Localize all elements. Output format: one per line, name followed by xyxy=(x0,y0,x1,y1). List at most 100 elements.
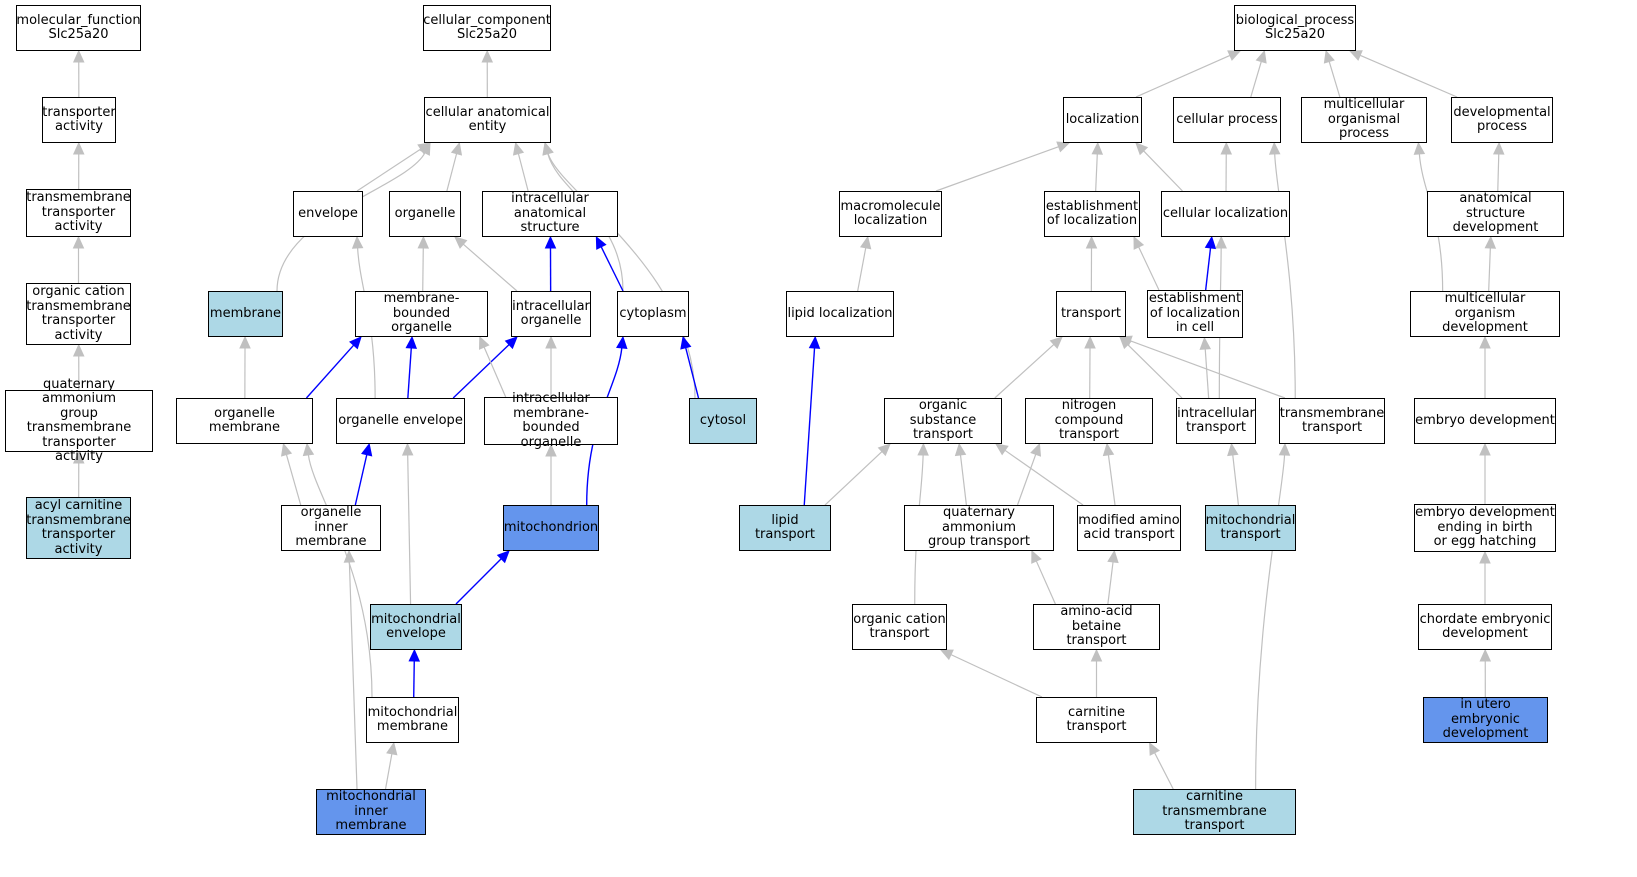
arrowhead-carnitine_transmembrane_transport-to-carnitine_transport xyxy=(1149,741,1160,756)
arrowhead-organelle_inner_membrane-to-organelle_membrane xyxy=(281,442,293,457)
arrowhead-organelle_envelope-to-membrane_bounded_organelle xyxy=(405,335,418,349)
arrowhead-establishment_of_localization-to-localization xyxy=(1091,141,1104,155)
arrowhead-intracellular_organelle-to-organelle xyxy=(454,236,468,249)
edge-carnitine_transmembrane_transport-to-carnitine_transport xyxy=(1154,752,1174,790)
edge-mitochondrial_membrane-to-mitochondrial_envelope xyxy=(413,660,415,698)
arrowhead-amino_acid_betaine_transport-to-modified_amino_acid_transport xyxy=(1107,549,1119,564)
node-cytoplasm: cytoplasm xyxy=(617,291,689,337)
edge-mitochondrial_transport-to-intracellular_transport xyxy=(1232,454,1240,506)
arrowhead-acyl_carnitine_tta-to-quaternary_ammonium_tta xyxy=(72,450,85,464)
arrowhead-membrane-to-cellular_anatomical_entity xyxy=(419,141,431,156)
arrowhead-transport-to-establishment_of_localization xyxy=(1085,235,1098,249)
edge-quaternary_ammonium_group_transport-to-organic_substance_transport xyxy=(959,454,967,506)
node-transmembrane-transporter-activity: transmembrane transporter activity xyxy=(26,189,131,237)
arrowhead-organelle_membrane-to-membrane xyxy=(239,335,251,349)
arrowhead-intracellular_organelle-to-intracellular_anatomical_structure xyxy=(544,235,557,249)
edge-amino_acid_betaine_transport-to-quaternary_ammonium_group_transport xyxy=(1035,560,1056,605)
arrowhead-embryo_development-to-multicellular_organism_development xyxy=(1479,335,1491,349)
arrowhead-organelle_inner_membrane-to-organelle_envelope xyxy=(361,442,373,457)
arrowhead-modified_amino_acid_transport-to-nitrogen_compound_transport xyxy=(1102,442,1115,457)
arrowhead-transmembrane_transporter_activity-to-transporter_activity xyxy=(72,141,85,155)
arrowhead-organic_cation_transport-to-organic_substance_transport xyxy=(917,442,929,456)
arrowhead-embryo_development_birth_egg-to-embryo_development xyxy=(1479,442,1491,456)
arrowhead-mitochondrion-to-cytoplasm xyxy=(616,335,628,350)
arrowhead-organelle_membrane-to-membrane_bounded_organelle xyxy=(349,336,362,350)
edge-intracellular_transport-to-establishment_of_localization_in_cell xyxy=(1204,348,1210,399)
edge-modified_amino_acid_transport-to-nitrogen_compound_transport xyxy=(1107,454,1116,506)
node-mitochondrial-transport: mitochondrial transport xyxy=(1205,505,1296,551)
edge-mitochondrial_inner_membrane-to-organelle_inner_membrane xyxy=(348,561,358,790)
node-carnitine-transport: carnitine transport xyxy=(1036,697,1157,743)
node-modified-amino-acid-transport: modified amino acid transport xyxy=(1077,505,1181,551)
edge-cellular_localization-to-localization xyxy=(1143,150,1183,192)
arrowhead-cytosol-to-cytoplasm xyxy=(680,335,692,350)
arrowhead-quaternary_ammonium_tta-to-organic_cation_tta xyxy=(72,343,85,357)
arrowhead-developmental_process-to-bp_root xyxy=(1348,50,1363,61)
node-membrane: membrane xyxy=(208,291,283,337)
edge-cytoplasm-to-intracellular_anatomical_structure xyxy=(600,246,624,292)
node-cellular-component-root: cellular_component Slc25a20 xyxy=(423,5,551,51)
arrowhead-cellular_localization-to-localization xyxy=(1135,142,1149,156)
arrowhead-transporter_activity-to-mf_root xyxy=(72,49,85,63)
node-transporter-activity: transporter activity xyxy=(42,97,116,143)
edge-cellular_process-to-bp_root xyxy=(1250,61,1262,98)
node-anatomical-structure-development: anatomical structure development xyxy=(1427,191,1564,237)
arrowhead-establishment_of_localization_in_cell-to-cellular_localization xyxy=(1204,235,1217,250)
edge-membrane_bounded_organelle-to-organelle xyxy=(422,247,424,292)
node-organelle: organelle xyxy=(389,191,461,237)
arrowhead-quaternary_ammonium_group_transport-to-organic_substance_transport xyxy=(954,442,967,457)
edge-localization-to-bp_root xyxy=(1135,54,1231,98)
arrowhead-intracellular_anatomical_structure-to-cellular_anatomical_entity xyxy=(512,141,525,156)
edge-organelle-to-cellular_anatomical_entity xyxy=(446,153,458,192)
edge-multicellular_organismal_process-to-bp_root xyxy=(1328,61,1341,98)
node-multicellular-organismal-process: multicellular organismal process xyxy=(1301,97,1427,143)
arrowhead-mitochondrial_membrane-to-organelle_membrane xyxy=(302,442,315,457)
edge-intracellular_transport-to-transport xyxy=(1127,344,1183,399)
edge-quaternary_ammonium_group_transport-to-nitrogen_compound_transport xyxy=(1016,454,1037,506)
arrowhead-organelle_envelope-to-envelope xyxy=(351,235,364,249)
arrowhead-chordate_embryonic_development-to-embryo_development_birth_egg xyxy=(1479,550,1491,564)
arrowhead-carnitine_transport-to-amino_acid_betaine_transport xyxy=(1090,648,1103,662)
node-molecular-function-root: molecular_function Slc25a20 xyxy=(16,5,141,51)
edge-multicellular_organism_development-to-anatomical_structure_development xyxy=(1488,247,1491,292)
arrowhead-intracellular_mbo-to-membrane_bounded_organelle xyxy=(479,335,490,350)
edge-organelle_envelope-to-membrane_bounded_organelle xyxy=(407,347,412,399)
arrowhead-intracellular_transport-to-establishment_of_localization_in_cell xyxy=(1199,336,1212,350)
node-cytosol: cytosol xyxy=(689,398,757,444)
node-membrane-bounded-organelle: membrane-bounded organelle xyxy=(355,291,488,337)
arrowhead-multicellular_organism_development-to-anatomical_structure_development xyxy=(1484,235,1497,249)
node-organic-substance-transport: organic substance transport xyxy=(884,398,1002,444)
arrowhead-mitochondrial_membrane-to-mitochondrial_envelope xyxy=(408,648,421,662)
node-chordate-embryonic-development: chordate embryonic development xyxy=(1418,604,1552,650)
edge-macromolecule_localization-to-localization xyxy=(935,146,1059,192)
node-cellular-process: cellular process xyxy=(1173,97,1281,143)
edge-establishment_of_localization_in_cell-to-establishment_of_localization xyxy=(1138,246,1160,291)
node-amino-acid-betaine-transport: amino-acid betaine transport xyxy=(1033,604,1160,650)
node-nitrogen-compound-transport: nitrogen compound transport xyxy=(1025,398,1153,444)
arrowhead-anatomical_structure_development-to-developmental_process xyxy=(1492,141,1505,155)
edge-cytosol-to-cytoplasm xyxy=(685,347,700,399)
node-embryo-development: embryo development xyxy=(1414,398,1556,444)
edge-intracellular_organelle-to-organelle xyxy=(462,243,518,292)
edge-establishment_of_localization-to-localization xyxy=(1095,153,1098,192)
node-establishment-of-localization-in-cell: establishment of localization in cell xyxy=(1147,290,1243,338)
node-developmental-process: developmental process xyxy=(1451,97,1553,143)
edge-lipid_localization-to-macromolecule_localization xyxy=(857,247,867,292)
node-intracellular-anatomical-structure: intracellular anatomical structure xyxy=(482,191,618,237)
arrowhead-multicellular_organismal_process-to-bp_root xyxy=(1323,49,1335,64)
arrowhead-transmembrane_transport-to-transport xyxy=(1118,335,1133,347)
arrowhead-organelle_envelope-to-intracellular_organelle xyxy=(504,336,518,350)
node-organic-cation-transmembrane-transporter-activity: organic cation transmembrane transporter… xyxy=(26,283,131,345)
node-intracellular-membrane-bounded-organelle: intracellular membrane-bounded organelle xyxy=(484,391,618,449)
edge-organic_substance_transport-to-transport xyxy=(994,343,1055,399)
edge-cytosol-to-cellular_anatomical_entity xyxy=(547,153,696,399)
node-transmembrane-transport: transmembrane transport xyxy=(1279,398,1385,444)
arrowhead-cellular_anatomical_entity-to-cc_root xyxy=(481,49,494,63)
edge-lipid_transport-to-organic_substance_transport xyxy=(824,451,883,506)
edge-envelope-to-cellular_anatomical_entity xyxy=(356,148,422,192)
node-organelle-envelope: organelle envelope xyxy=(336,398,465,444)
edge-modified_amino_acid_transport-to-organic_substance_transport xyxy=(1004,449,1084,506)
edge-lipid_transport-to-lipid_localization xyxy=(803,347,816,506)
arrowhead-cytoplasm-to-intracellular_anatomical_structure xyxy=(595,235,607,250)
